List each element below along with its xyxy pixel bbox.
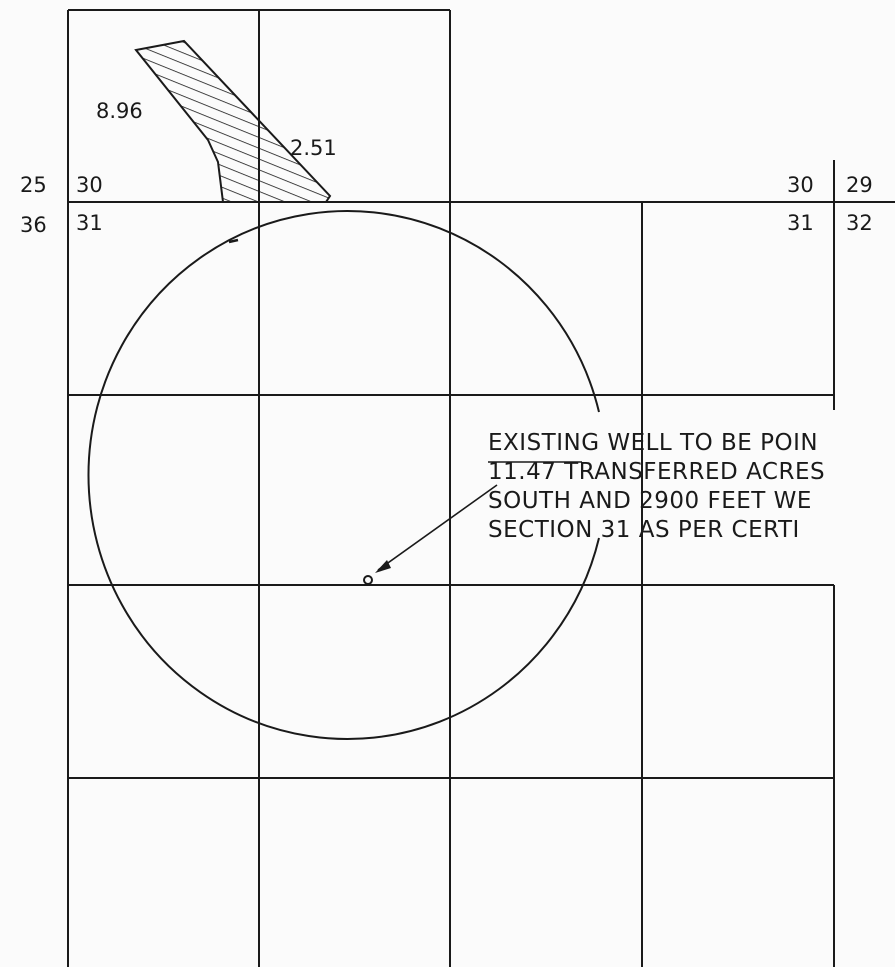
- section-label-31-east: 31: [787, 211, 814, 235]
- section-label-29: 29: [846, 173, 873, 197]
- section-label-30-east: 30: [787, 173, 814, 197]
- circle-tick-mark: [228, 238, 239, 244]
- acreage-label-east: 2.51: [290, 136, 337, 160]
- leader-line: [377, 484, 498, 571]
- transferred-parcel-hatch: [134, 39, 332, 203]
- well-radius-circle: [87, 210, 600, 740]
- section-label-31: 31: [76, 211, 103, 235]
- section-label-32: 32: [846, 211, 873, 235]
- note-line-1: EXISTING WELL TO BE POIN: [488, 430, 818, 456]
- acreage-label-west: 8.96: [96, 99, 143, 123]
- leader-arrowhead: [375, 560, 391, 573]
- section-label-30: 30: [76, 173, 103, 197]
- existing-well-symbol: [363, 575, 373, 585]
- note-line-4: SECTION 31 AS PER CERTI: [488, 517, 800, 543]
- note-line-3: SOUTH AND 2900 FEET WE: [488, 488, 812, 514]
- section-label-25: 25: [20, 173, 47, 197]
- section-label-36: 36: [20, 213, 47, 237]
- note-line-2: 11.47 TRANSFERRED ACRES: [488, 459, 825, 485]
